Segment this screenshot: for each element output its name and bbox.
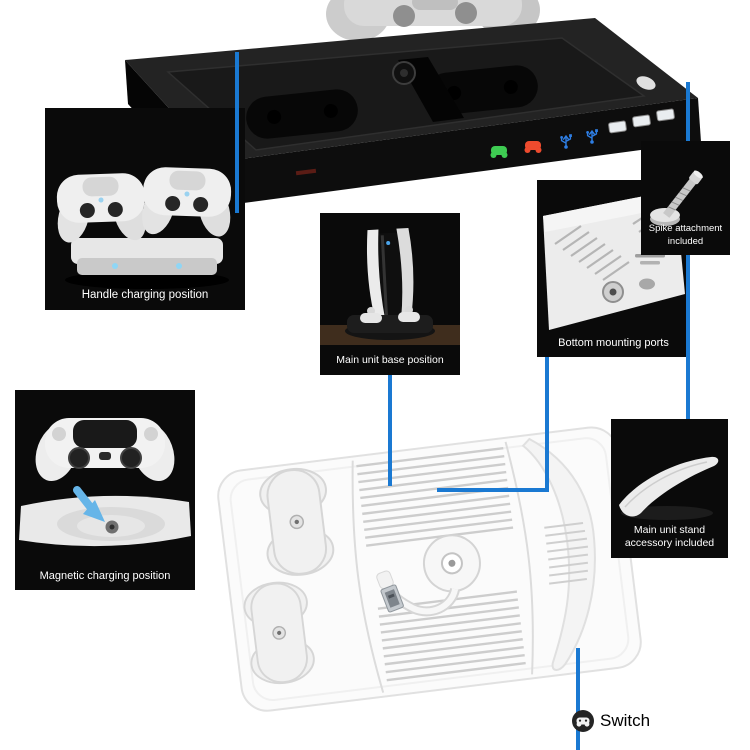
switch-label: Switch — [600, 711, 651, 730]
logo-mark — [295, 168, 317, 176]
stand-wedge — [619, 456, 719, 517]
inset-caption: Main unit base position — [336, 354, 444, 367]
handle-charging-photo — [56, 167, 232, 289]
inset-caption: Bottom mounting ports — [558, 336, 669, 349]
charge-led — [176, 263, 182, 269]
console-upright — [366, 227, 414, 322]
inset-spike-attachment: Spike attachment included — [641, 141, 730, 255]
white-charging-dock — [217, 426, 642, 712]
inset-magnetic-charging: Magnetic charging position — [15, 390, 195, 590]
stand-blade — [521, 437, 596, 671]
controller-cutout-left — [246, 89, 358, 139]
inset-base-position: Main unit base position — [320, 213, 460, 375]
dualsense-controller — [35, 418, 175, 482]
stand-accessory-photo — [619, 456, 719, 520]
arrow-down-icon — [73, 486, 95, 512]
charging-base — [71, 238, 223, 264]
spike-screw — [650, 170, 703, 226]
spike-attachment-photo — [650, 170, 703, 226]
docked-controller-right — [142, 167, 232, 237]
inset-handle-charging: Handle charging position — [45, 108, 245, 310]
inset-stand-accessory: Main unit stand accessory included — [611, 419, 728, 558]
power-button — [636, 76, 656, 90]
base-position-photo — [320, 227, 460, 375]
magnetic-charging-photo — [19, 418, 191, 547]
charge-led — [112, 263, 118, 269]
docked-controller-left — [56, 173, 146, 243]
mounting-port — [639, 278, 655, 290]
usb-ports — [608, 108, 675, 134]
vent-slats-blade — [544, 522, 589, 585]
switch-gamepad-icon — [572, 710, 594, 732]
controller-recess — [259, 467, 335, 576]
switch-indicator: Switch — [570, 708, 650, 734]
inset-caption: Magnetic charging position — [39, 569, 171, 582]
inset-caption: Spike attachment included — [648, 223, 723, 247]
dock-base — [347, 315, 433, 333]
vent-slats-top — [356, 447, 514, 547]
cradle-edge-left — [351, 460, 385, 693]
inset-caption: Handle charging position — [81, 289, 209, 302]
controller-recess — [243, 581, 315, 685]
usb-connector — [376, 570, 404, 613]
inset-caption: Main unit stand accessory included — [624, 523, 715, 550]
